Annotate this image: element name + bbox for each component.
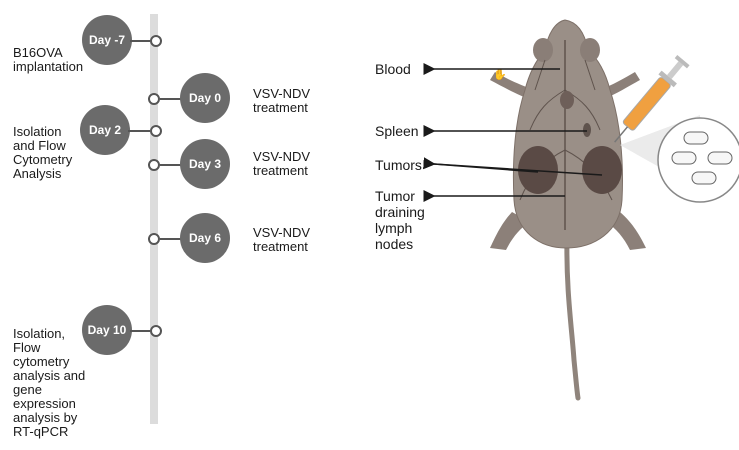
spleen-label: Spleen (375, 123, 419, 139)
right-tumor (582, 146, 622, 194)
svg-text:✋: ✋ (493, 68, 507, 81)
blood-label: Blood (375, 61, 411, 77)
left-ear (533, 38, 553, 62)
lymph-nodes-label: Tumor draining lymph nodes (375, 188, 425, 252)
mouse-tail (567, 238, 578, 398)
mouse-body (513, 20, 622, 248)
tumors-label: Tumors (375, 157, 422, 173)
spleen (583, 123, 591, 137)
right-ear (580, 38, 600, 62)
heart (560, 91, 574, 109)
